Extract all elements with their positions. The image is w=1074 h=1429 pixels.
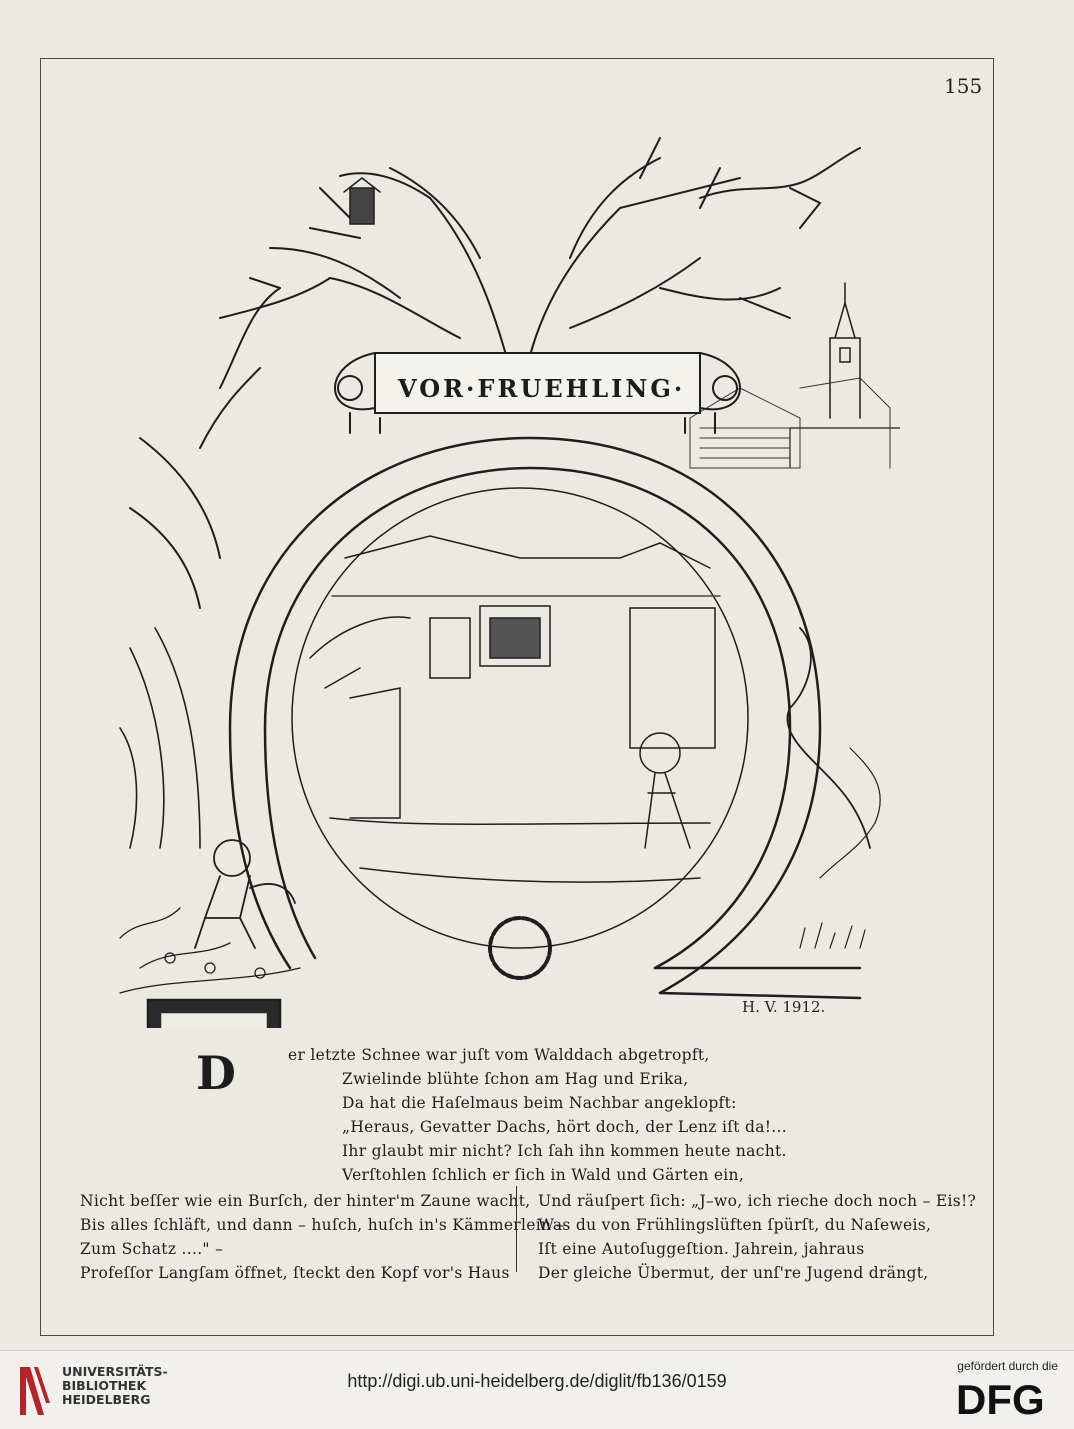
title-banner <box>333 352 742 434</box>
poem-right-line: Was du von Frühlingslüften ſpürſt, du Na… <box>538 1216 932 1234</box>
source-url-link[interactable]: http://digi.ub.uni-heidelberg.de/diglit/… <box>347 1371 727 1391</box>
funded-by-label: gefördert durch die <box>957 1359 1058 1373</box>
initial-letter-box <box>146 998 282 1028</box>
poem-left-line: Nicht beſſer wie ein Burſch, der hinter'… <box>80 1192 531 1210</box>
dfg-logo-text: DFG <box>956 1378 1045 1420</box>
flowers-left <box>119 907 301 994</box>
church-tower <box>789 282 900 469</box>
poem-intro-line: Ihr glaubt mir nicht? Ich ſah ihn kommen… <box>342 1142 787 1160</box>
poem-right-line: Und räuſpert ſich: „J–wo, ich rieche doc… <box>538 1192 977 1210</box>
poem-intro-line: Zwielinde blühte ſchon am Hag und Erika, <box>342 1070 689 1088</box>
page-frame <box>40 58 994 1336</box>
page-title: VOR·FRUEHLING· <box>398 374 686 403</box>
poem-intro-line: Verſtohlen ſchlich er ſich in Wald und G… <box>342 1166 745 1184</box>
wreath <box>488 916 552 980</box>
poem-intro-line: „Heraus, Gevatter Dachs, hört doch, der … <box>342 1118 787 1136</box>
child-figure <box>194 839 296 949</box>
scanned-page: 155 <box>40 58 994 1336</box>
poem-intro-line: er letzte Schnee war juſt vom Walddach a… <box>288 1046 710 1064</box>
footer-bar: UNIVERSITÄTS- BIBLIOTHEK HEIDELBERG http… <box>0 1350 1074 1429</box>
institution-name-line: UNIVERSITÄTS- <box>62 1364 168 1379</box>
village-roofs <box>689 377 891 469</box>
institution-name-line: BIBLIOTHEK <box>62 1378 147 1393</box>
poem-right-line: Der gleiche Übermut, der unſ're Jugend d… <box>538 1264 929 1282</box>
poem-left-line: Bis alles ſchläft, und dann – huſch, huſ… <box>80 1216 565 1234</box>
poem-intro-line: Da hat die Haſelmaus beim Nachbar angekl… <box>342 1094 737 1112</box>
grass-right <box>799 747 881 949</box>
institution-name-line: HEIDELBERG <box>62 1392 151 1407</box>
poem-left-line: Profeſſor Langſam öffnet, ſteckt den Kop… <box>80 1264 510 1282</box>
illustration <box>119 137 900 1028</box>
university-logo-icon[interactable] <box>16 1363 56 1419</box>
artist-signature: H. V. 1912. <box>742 998 826 1016</box>
central-vignette <box>291 487 749 949</box>
bird <box>699 147 861 229</box>
poem-left-line: Zum Schatz ...." – <box>80 1240 224 1258</box>
initial-letter: D <box>196 1046 236 1100</box>
ornamental-q-frame <box>228 436 862 1000</box>
column-divider <box>516 1186 517 1272</box>
ribbon <box>786 627 871 849</box>
dfg-logo-icon[interactable]: DFG <box>956 1378 1060 1420</box>
institution-name[interactable]: UNIVERSITÄTS- BIBLIOTHEK HEIDELBERG <box>62 1365 168 1407</box>
poem-right-line: Iſt eine Autoſuggeſtion. Jahrein, jahrau… <box>538 1240 865 1258</box>
page-number: 155 <box>944 74 983 98</box>
birdhouse <box>343 177 381 225</box>
tree-trunk-left <box>119 627 201 849</box>
bare-tree-branches <box>129 137 791 609</box>
